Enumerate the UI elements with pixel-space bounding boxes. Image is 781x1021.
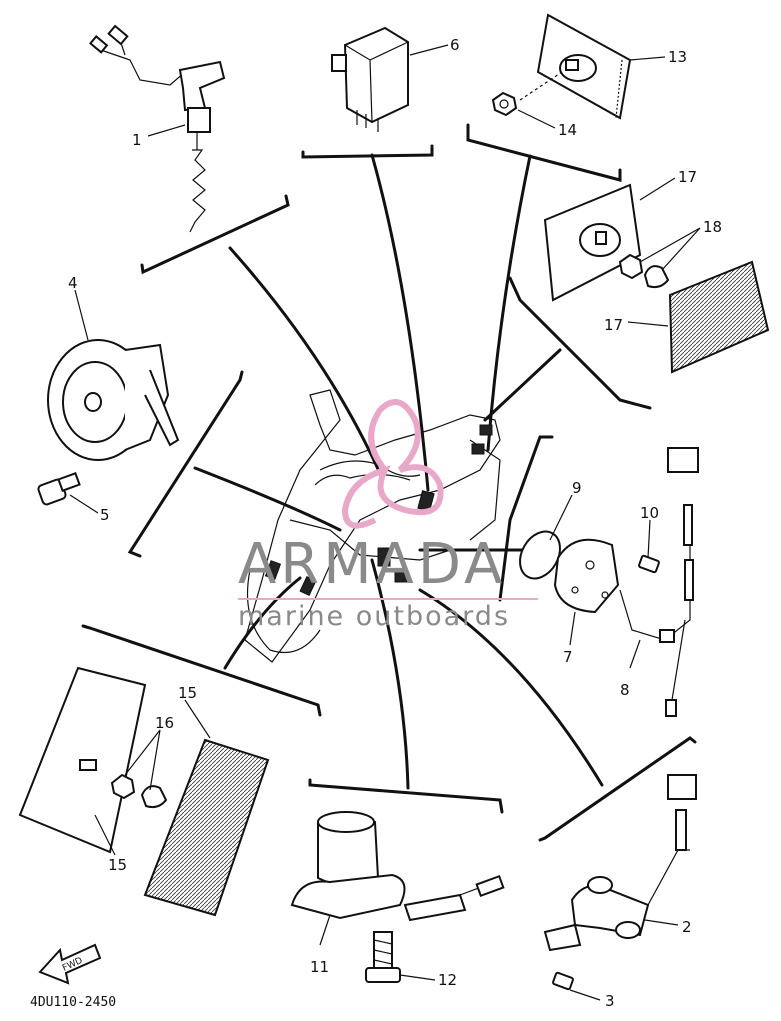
part-9-o-ring [519,530,561,580]
part-11-solenoid [290,811,505,922]
label-part-4: 4 [68,274,78,292]
part-8-wire-lead [619,447,699,717]
part-17-reflector-lower [668,260,770,374]
label-part-15-left: 15 [108,856,127,874]
label-part-7: 7 [563,648,573,666]
label-part-17-lower: 17 [604,316,623,334]
label-part-14: 14 [558,121,577,139]
label-part-1: 1 [132,131,142,149]
part-18-nuts [618,253,670,289]
part-17-reflector-upper [543,183,642,302]
part-14-nut [491,91,518,117]
part-15-reflector-right [143,738,270,917]
part-5-bolt [37,472,81,506]
part-7-sensor [553,538,620,614]
part-2-valve [543,774,697,952]
label-part-12: 12 [438,971,457,989]
label-part-2: 2 [682,918,692,936]
label-part-8: 8 [620,681,630,699]
leader-lines [193,153,604,790]
label-part-18: 18 [703,218,722,236]
part-4-horn [47,339,180,461]
part-13-reflector [519,13,632,120]
label-part-9: 9 [572,479,582,497]
label-part-10: 10 [640,504,659,522]
watermark-tagline: marine outboards [238,601,510,632]
watermark: ARMADA marine outboards [238,399,538,632]
part-6-relay [331,26,409,132]
part-3-screw [552,971,574,991]
part-15-reflector-left [18,666,147,854]
callout-labels: 1 6 13 14 17 18 17 4 5 9 10 7 8 15 16 15… [68,36,722,1010]
part-12-bolt [365,931,401,983]
callout-ticks [69,44,701,1001]
watermark-logo [341,399,444,529]
watermark-underline [238,598,538,600]
watermark-brand: ARMADA [238,532,506,597]
part-1-switch [89,24,226,233]
label-part-17-upper: 17 [678,168,697,186]
label-part-13: 13 [668,48,687,66]
label-part-6: 6 [450,36,460,54]
label-part-5: 5 [100,506,110,524]
label-part-11: 11 [310,958,329,976]
label-part-16: 16 [155,714,174,732]
diagram-code: 4DU110-2450 [30,995,116,1010]
label-part-3: 3 [605,992,615,1010]
part-10-screw [638,554,660,574]
label-part-15-right: 15 [178,684,197,702]
fwd-arrow: FWD [38,943,102,985]
group-brackets [81,123,697,842]
frame-sketch [244,389,501,663]
part-16-nuts [110,773,168,809]
